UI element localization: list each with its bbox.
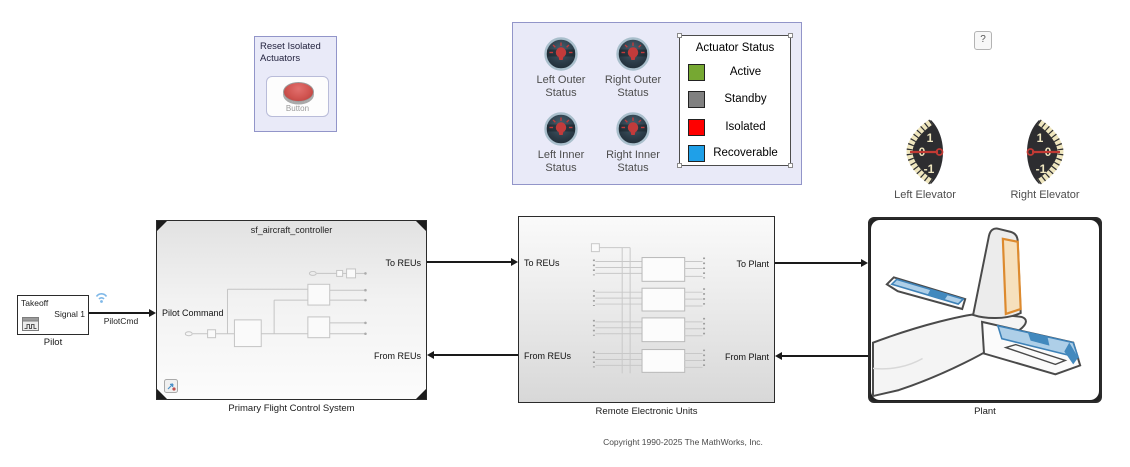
lamp-right-outer-icon[interactable] [616,37,650,71]
corner-mark [416,221,426,231]
left-elevator-label: Left Elevator [894,189,956,201]
selection-handle[interactable] [677,163,682,168]
pilot-cmd-wire[interactable] [89,312,149,314]
port-from-plant: From Plant [724,352,769,362]
pilot-block[interactable]: Takeoff Signal 1 [17,295,89,335]
controller-block[interactable]: sf_aircraft_controller Pilot Command To … [156,220,427,400]
corner-mark [157,221,167,231]
to-plant-wire[interactable] [775,262,861,264]
legend-label-isolated: Isolated [725,121,766,133]
right-elevator-label: Right Elevator [1010,189,1080,201]
to-plant-wire-arrow [861,259,868,267]
legend-row-standby: Standby [688,90,786,108]
port-to-reus-in: To REUs [524,258,560,268]
pilot-mode-label: Takeoff [21,298,49,308]
selection-handle[interactable] [677,33,682,38]
signal-editor-icon [22,317,39,331]
legend-label-standby: Standby [724,93,767,105]
pilot-cmd-wire-arrow [149,309,156,317]
lamp-left-outer-icon[interactable] [544,37,578,71]
aircraft-tail-illustration [871,227,1082,398]
reu-block[interactable]: To REUs From REUs To Plant From Plant [518,216,775,403]
gauge-tick-neg1: -1 [924,162,935,176]
lamp-left-inner-icon[interactable] [544,112,578,146]
from-plant-wire[interactable] [782,355,868,357]
recoverable-swatch [688,144,705,162]
to-reus-wire-arrow [511,258,518,266]
reset-button-cap-icon [283,82,314,102]
right-elevator-gauge[interactable]: 1 0 -1 [1023,117,1067,187]
lamp-left-inner-label: Left Inner Status [537,149,585,174]
copyright-annotation: Copyright 1990-2025 The MathWorks, Inc. [603,437,763,447]
controller-content-preview [184,268,367,348]
gauge-tick-neg1: -1 [1036,162,1047,176]
reset-button-label: Button [285,104,310,113]
legend-label-active: Active [729,66,762,78]
plant-block[interactable] [868,217,1102,403]
from-plant-wire-arrow [775,352,782,360]
reu-content-preview [590,243,706,374]
reset-button[interactable]: Button [266,76,329,117]
from-reus-wire[interactable] [434,354,518,356]
signal-streaming-icon[interactable] [94,290,109,305]
isolated-swatch [688,118,705,136]
port-pilot-command: Pilot Command [162,308,224,318]
active-swatch [688,63,705,81]
pilot-output-port-label: Signal 1 [54,309,85,319]
port-from-reus-out: From REUs [524,351,571,361]
controller-title: sf_aircraft_controller [250,225,333,235]
port-to-plant: To Plant [736,259,769,269]
legend-row-active: Active [688,63,786,81]
legend-title: Actuator Status [695,42,775,54]
pilot-cmd-signal-label: PilotCmd [103,316,139,326]
to-reus-wire[interactable] [427,261,511,263]
help-button[interactable]: ? [974,31,992,50]
port-from-reus: From REUs [374,351,421,361]
reset-actuators-panel[interactable]: Reset Isolated Actuators Button [254,36,337,132]
legend-row-isolated: Isolated [688,118,786,136]
preview-badge-icon[interactable] [164,379,178,393]
lamp-left-outer-label: Left Outer Status [536,74,586,99]
pilot-block-name: Pilot [43,337,63,348]
legend-label-recoverable: Recoverable [713,147,778,159]
lamp-right-inner-label: Right Inner Status [606,149,660,174]
from-reus-wire-arrow [427,351,434,359]
legend-row-recoverable: Recoverable [688,144,786,162]
plant-block-name: Plant [974,406,996,417]
gauge-tick-1: 1 [1037,131,1044,145]
reset-panel-title: Reset Isolated Actuators [260,41,321,64]
lamp-right-inner-icon[interactable] [616,112,650,146]
actuator-status-panel[interactable]: Left Outer Status Right Outer Status [512,22,802,185]
actuator-status-legend[interactable]: Actuator Status Active Standby Isolated … [677,33,793,168]
port-to-reus: To REUs [385,258,421,268]
controller-block-name: Primary Flight Control System [228,403,355,414]
selection-handle[interactable] [788,163,793,168]
selection-handle[interactable] [788,33,793,38]
corner-mark [157,389,167,399]
left-elevator-gauge[interactable]: 1 0 -1 [903,117,947,187]
standby-swatch [688,90,705,108]
gauge-tick-1: 1 [927,131,934,145]
reu-block-name: Remote Electronic Units [595,406,698,417]
lamp-right-outer-label: Right Outer Status [604,74,662,99]
corner-mark [416,389,426,399]
